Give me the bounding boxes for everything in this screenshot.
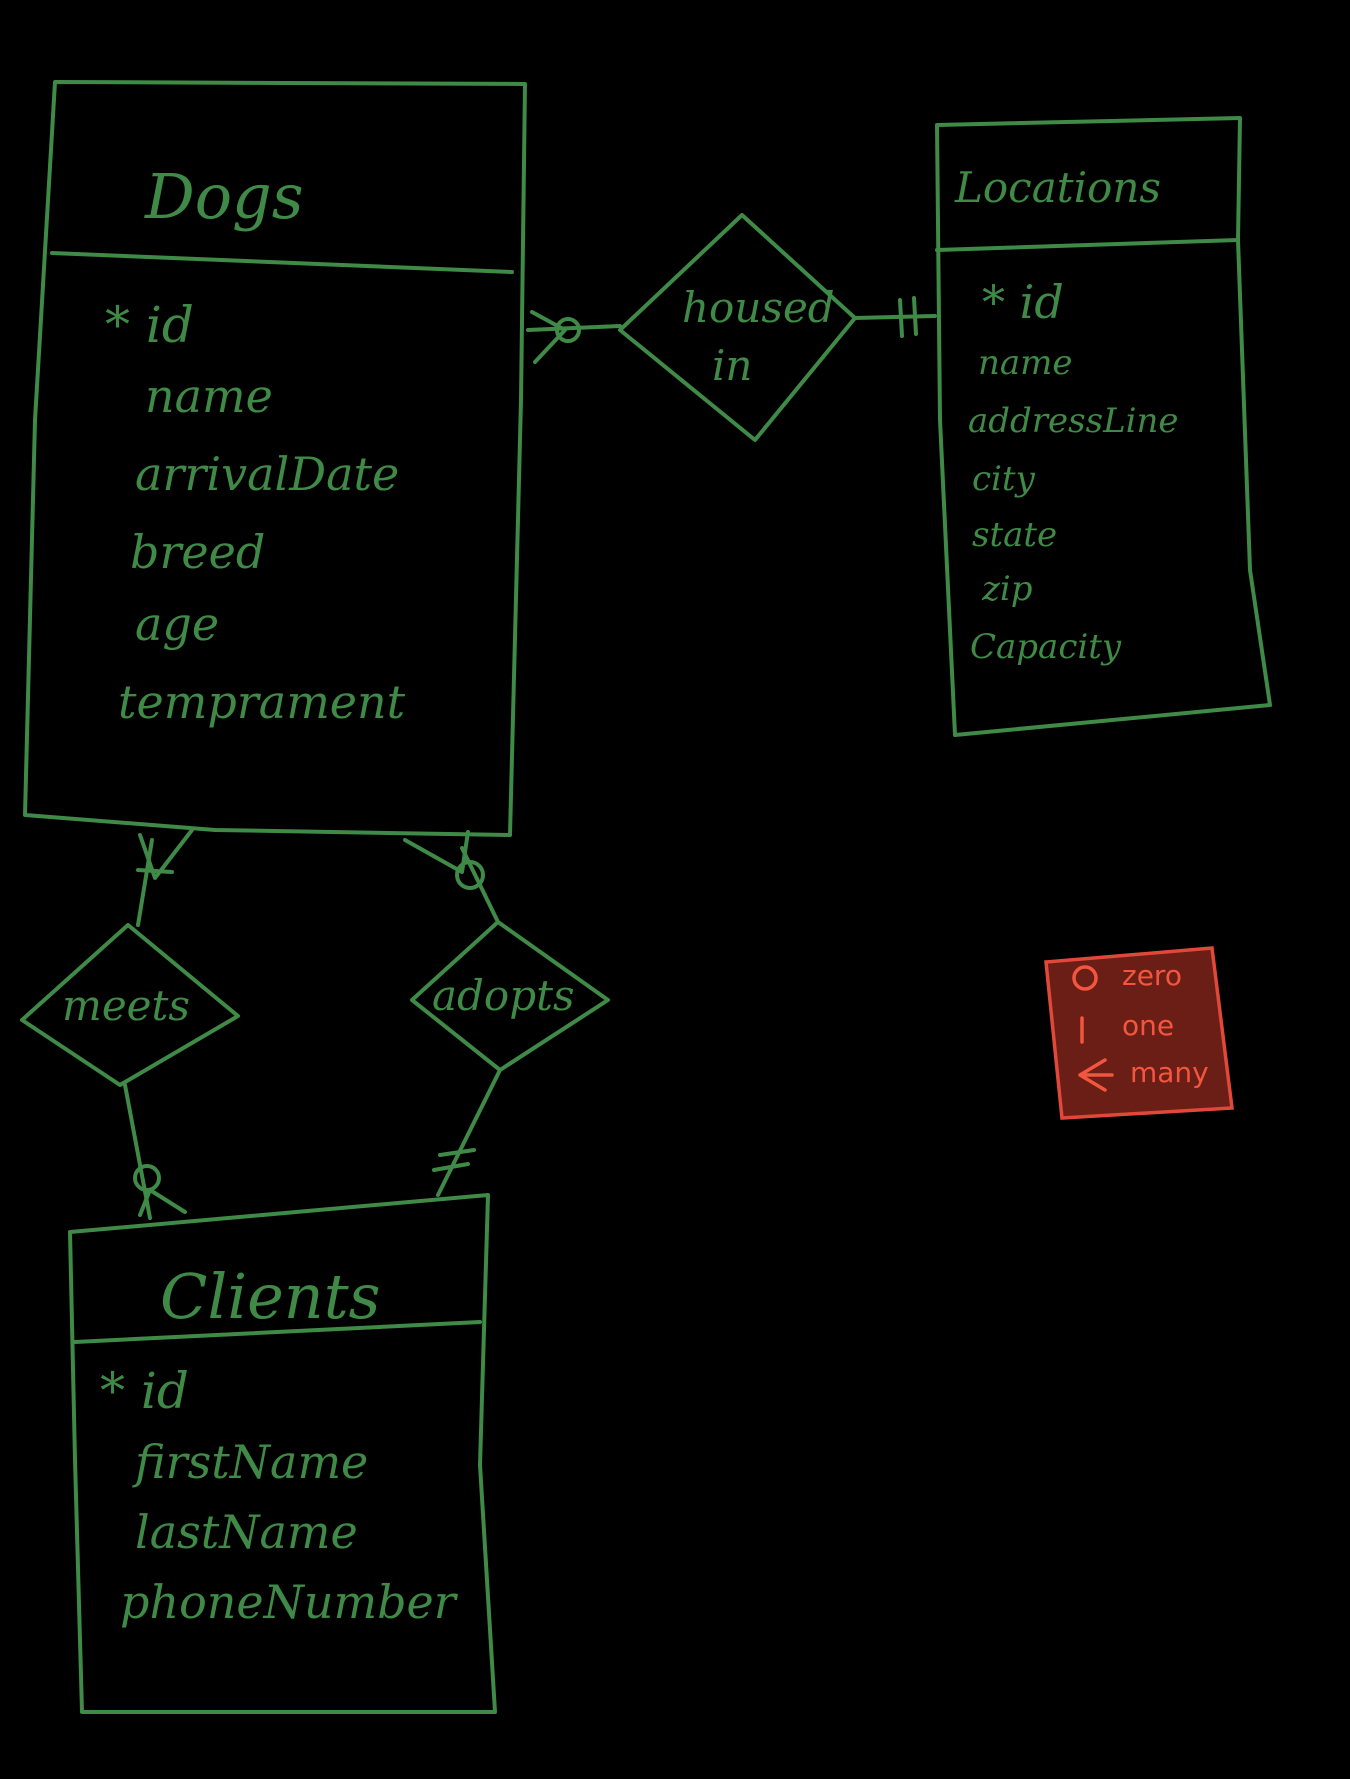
locations-box — [935, 116, 1272, 737]
one-bar-icon — [912, 296, 918, 336]
locations-field-city: city — [972, 459, 1036, 499]
clients-field-phonenumber: phoneNumber — [120, 1575, 459, 1629]
housed-in-label-line2: in — [712, 341, 752, 390]
crows-foot-icon — [530, 310, 567, 364]
zero-circle-icon — [455, 860, 485, 890]
dogs-box — [23, 80, 527, 837]
relationship-housed-in: housed in — [526, 213, 937, 442]
adopts-label: adopts — [432, 971, 575, 1020]
entity-clients: Clients * id firstName lastName phoneNum… — [68, 1193, 497, 1714]
legend-zero-label: zero — [1122, 959, 1182, 992]
one-bar-icon — [432, 1162, 470, 1172]
zero-legend-icon — [1072, 965, 1098, 991]
clients-field-firstname: firstName — [132, 1435, 368, 1489]
clients-header-divider — [73, 1320, 482, 1344]
adopts-to-clients-line — [436, 1068, 502, 1197]
legend: zero one many — [1044, 946, 1234, 1120]
adopts-diamond — [410, 920, 610, 1072]
locations-field-zip: zip — [981, 569, 1033, 609]
clients-title: Clients — [160, 1260, 380, 1333]
one-bar-icon — [898, 298, 904, 338]
entity-dogs: Dogs * id name arrivalDate breed age tem… — [23, 80, 527, 837]
crows-foot-icon — [403, 830, 470, 874]
relationship-meets: meets — [20, 828, 240, 1220]
locations-title: Locations — [954, 163, 1161, 212]
locations-header-divider — [935, 238, 1240, 252]
crows-foot-icon — [138, 1188, 187, 1217]
zero-circle-icon — [133, 1164, 161, 1192]
dogs-field-breed: breed — [130, 525, 265, 579]
meets-diamond — [20, 923, 240, 1087]
locations-field-addressline: addressLine — [968, 401, 1179, 441]
dogs-field-temprament: temprament — [118, 675, 406, 729]
relationship-adopts: adopts — [403, 830, 610, 1197]
zero-circle-icon — [555, 317, 581, 343]
meets-label: meets — [62, 981, 190, 1030]
one-bar-icon — [136, 868, 174, 874]
dogs-field-arrivaldate: arrivalDate — [135, 447, 399, 501]
dogs-field-id: * id — [105, 296, 194, 354]
clients-field-lastname: lastName — [135, 1505, 358, 1559]
dogs-to-housed-in-line — [526, 324, 622, 332]
dogs-field-name: name — [145, 369, 273, 423]
dogs-title: Dogs — [144, 160, 304, 233]
legend-many-label: many — [1130, 1056, 1209, 1089]
crows-foot-icon — [138, 828, 194, 880]
locations-field-name: name — [978, 343, 1073, 383]
locations-field-state: state — [972, 515, 1057, 555]
clients-box — [68, 1193, 497, 1714]
locations-field-capacity: Capacity — [970, 627, 1122, 667]
housed-in-label-line1: housed — [682, 283, 835, 332]
legend-one-label: one — [1122, 1009, 1174, 1042]
clients-field-id: * id — [100, 1362, 189, 1420]
locations-field-id: * id — [982, 275, 1064, 329]
dogs-to-meets-line — [136, 838, 154, 927]
many-legend-icon — [1078, 1058, 1114, 1092]
housed-in-to-locations-line — [853, 314, 937, 320]
one-bar-icon — [438, 1148, 476, 1157]
dogs-header-divider — [50, 251, 514, 274]
dogs-field-age: age — [135, 597, 219, 651]
entity-locations: Locations * id name addressLine city sta… — [935, 116, 1272, 737]
